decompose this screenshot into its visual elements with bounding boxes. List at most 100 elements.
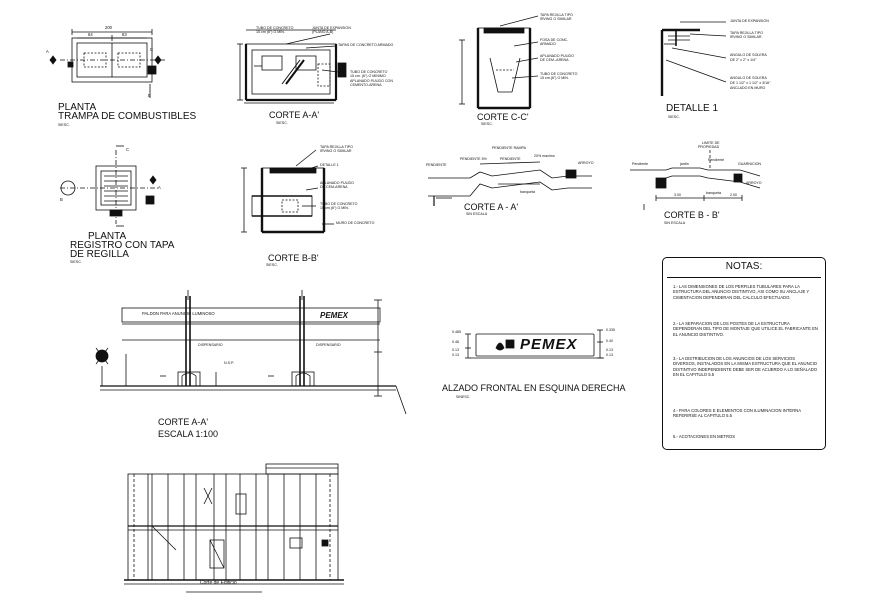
planta-registro-cut-c: C	[126, 147, 130, 152]
planta-trampa-dim-a: 64	[88, 32, 93, 37]
alzado-dim-right-3: 0.13	[606, 353, 613, 357]
corte-cc-label-4: APLANADO PULIDO	[540, 54, 574, 58]
corte-anuncio-paldon: PALDON PARA ANUNCIO LUMINOSO	[142, 311, 215, 316]
corte-cc-label-3: ARMADO	[540, 42, 556, 46]
corte-bb-ramp-label-8: 3.00	[674, 193, 681, 197]
corte-aa-top-label-4: TAPAS DE CONCRETO ARMADO	[338, 43, 394, 47]
corte-cc-label-7: 15 cm.(6") O MIN.	[540, 76, 569, 80]
corte-bb-ramp-label-1: PROPIEDAD	[698, 145, 720, 149]
corte-aa-ramp-label-5: PENDIENTE	[426, 163, 447, 167]
alzado-brand: PEMEX	[520, 336, 578, 353]
corte-aa-top-label-5: TUBO DE CONCRETO	[350, 70, 388, 74]
corte-aa-top-label-2: JUNTA DE EXPANSION	[312, 26, 351, 30]
planta-trampa-dim-total: 200	[105, 25, 112, 30]
note-item: 2.- LA SEPARACION DE LOS POSTES DE LA ES…	[673, 321, 818, 337]
corte-aa-ramp-drawing	[428, 161, 592, 206]
corte-bb-ramp-label-5: GUARNICION	[738, 162, 761, 166]
corte-cc-drawing	[459, 15, 539, 110]
corte-edificio-drawing	[124, 463, 344, 593]
planta-trampa-cut-a: A	[46, 49, 49, 54]
notes-title: NOTAS:	[725, 261, 763, 272]
corte-cc-label-2: FOSA DE CONC.	[540, 38, 569, 42]
alzado-dim-left-1: 0.46	[452, 340, 459, 344]
corte-bb-ramp-label-9: 2.00	[730, 193, 737, 197]
alzado-drawing	[465, 329, 604, 359]
alzado-dim-left-3: 0.13	[452, 353, 459, 357]
alzado-dim-right-0: 0.335	[606, 328, 615, 332]
corte-bb-label-0: TAPA REJILLA TIPO	[320, 145, 353, 149]
corte-bb-label-1: IRVING O SIMILAR	[320, 149, 352, 153]
corte-aa-ramp-label-3: 20% maximo	[534, 154, 555, 158]
planta-registro-cut-b: B	[60, 197, 63, 202]
corte-bb-ramp-scale: SIN ESCALA	[664, 221, 686, 225]
detalle1-scale: SIESC.	[668, 115, 680, 119]
corte-bb-label-3: APLANADO PULIDO	[320, 181, 354, 185]
corte-bb-label-2: DETALLE 1	[320, 163, 339, 167]
planta-trampa-drawing	[49, 29, 166, 98]
alzado-scale: SINESC.	[456, 395, 471, 399]
corte-cc-label-1: IRVING O SIMILAR	[540, 17, 572, 21]
corte-aa-ramp-title: CORTE A - A'	[464, 202, 519, 212]
corte-anuncio-dispensario-1: DISPENSARIO	[198, 343, 223, 347]
corte-bb-label-7: MURO DE CONCRETO	[336, 221, 375, 225]
corte-bb-title: CORTE B-B'	[268, 253, 319, 263]
detalle1-label-3: ANGULO DE SOLERA	[730, 53, 767, 57]
corte-bb-label-5: TUBO DE CONCRETO	[320, 202, 358, 206]
corte-aa-ramp-label-6: banqueta	[520, 190, 535, 194]
detalle1-label-6: DE 1 1/2" x 1 1/2" x 3/16"	[730, 81, 771, 85]
detalle1-label-5: ANGULO DE SOLERA	[730, 76, 767, 80]
planta-registro-title-2: REGISTRO CON TAPA	[70, 240, 175, 251]
corte-cc-label-6: TUBO DE CONCRETO	[540, 72, 578, 76]
planta-registro-title-1: PLANTA	[88, 231, 127, 242]
planta-registro-mark-a: A	[158, 185, 161, 190]
corte-anuncio-nsp: N.S.P.	[224, 361, 234, 365]
corte-aa-top-label-0: TUBO DE CONCRETO	[256, 26, 294, 30]
corte-bb-ramp-label-3: jardin	[680, 162, 689, 166]
corte-anuncio-brand: PEMEX	[320, 311, 349, 320]
corte-cc-scale: SIESC.	[481, 122, 493, 126]
detalle1-label-4: DE 2" x 2" x 1/4"	[730, 58, 757, 62]
corte-aa-top-scale: SIESC.	[276, 121, 288, 125]
detalle1-label-0: JUNTA DE EXPANSION	[730, 19, 769, 23]
alzado-dim-right-1: 0.40	[606, 339, 613, 343]
corte-aa-top-label-1: 15 cm (6") O MIN.	[256, 30, 285, 34]
detalle1-label-7: ANCLADO EN MURO	[730, 86, 766, 90]
alzado-dim-left-2: 0.13	[452, 348, 459, 352]
planta-registro-title-3: DE REGILLA	[70, 249, 129, 260]
corte-aa-ramp-label-4: ARROYO	[578, 161, 594, 165]
corte-aa-top-label-3: (PLANO A-B)	[312, 30, 334, 34]
corte-bb-scale: SIESC.	[266, 263, 278, 267]
corte-bb-ramp-label-6: ARROYO	[746, 181, 762, 185]
detalle1-label-2: IRVING O SIMILAR	[730, 35, 762, 39]
corte-anuncio-title: CORTE A-A'	[158, 417, 209, 427]
corte-bb-ramp-label-2: Pendiente	[632, 162, 649, 166]
corte-aa-top-label-7: APLANADO PULIDO CON	[350, 79, 393, 83]
corte-aa-ramp-label-2: PENDIENTE	[500, 157, 521, 161]
note-item: 3.- LA DISTRIBUCION DE LOS ANUNCIOS DE L…	[673, 356, 818, 377]
corte-bb-label-4: DE CEM-ARENA	[320, 185, 348, 189]
planta-trampa-cut-c: C	[150, 47, 154, 52]
corte-anuncio-dispensario-2: DISPENSARIO	[316, 343, 341, 347]
alzado-dim-left-0: 0.485	[452, 330, 461, 334]
corte-aa-ramp-label-0: PENDIENTE RAMPA	[492, 146, 527, 150]
planta-trampa-scale: SIESC.	[58, 123, 70, 127]
corte-cc-label-5: DE CEM.-ARENA	[540, 58, 569, 62]
planta-registro-drawing	[60, 145, 160, 227]
corte-aa-top-label-6: 15 cm. (6") O MINIMO	[350, 74, 386, 78]
corte-anuncio-drawing	[95, 290, 407, 415]
corte-aa-top-title: CORTE A-A'	[269, 110, 320, 120]
edificio-title: Corte de Edificio	[200, 580, 237, 586]
planta-registro-scale: SIESC.	[70, 260, 82, 264]
detalle1-title: DETALLE 1	[666, 103, 719, 114]
alzado-title: ALZADO FRONTAL EN ESQUINA DERECHA	[442, 383, 626, 393]
detalle1-drawing	[660, 21, 727, 96]
corte-bb-ramp-title: CORTE B - B'	[664, 210, 720, 220]
detalle1-label-1: TAPA REJILLA TIPO	[730, 31, 763, 35]
note-item: 1.- LAS DIMENSIONES DE LOS PERFILES TUBU…	[673, 284, 810, 300]
corte-bb-ramp-label-0: LIMITE DE	[702, 141, 720, 145]
corte-bb-drawing	[241, 149, 334, 234]
note-item: 5.- ACOTACIONES EN METROS	[673, 434, 736, 439]
corte-aa-top-label-8: CEMENTO-ARENA	[350, 83, 382, 87]
corte-bb-label-6: 15 cm.(6") O MIN.	[320, 206, 349, 210]
